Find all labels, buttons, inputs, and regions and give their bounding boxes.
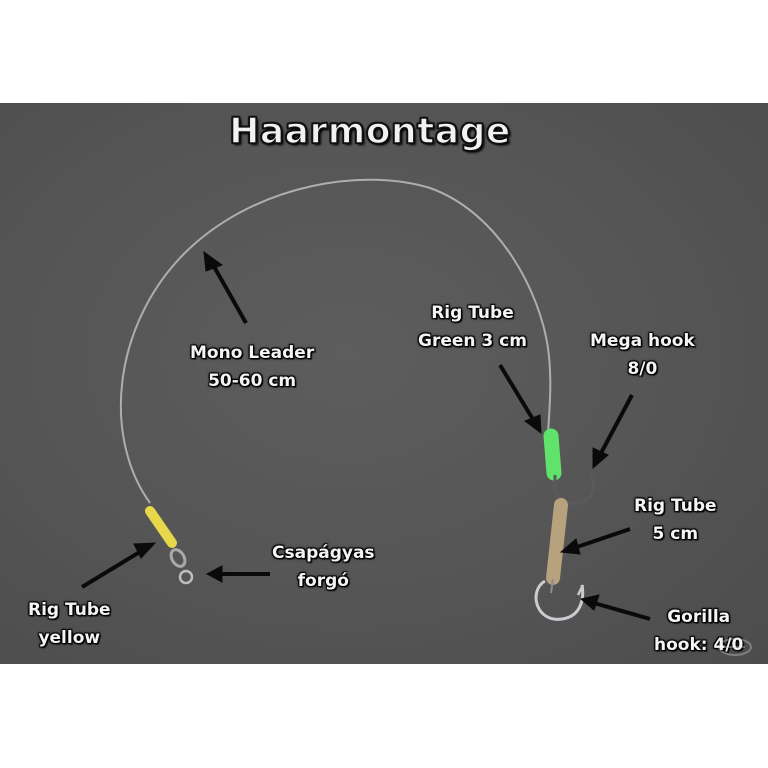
watermark-logo-icon (718, 638, 752, 656)
diagram-title: Haarmontage (228, 110, 511, 153)
rig-photo: Haarmontage Mono Leader 50-60 cm Rig Tub… (0, 103, 768, 664)
swivel (169, 548, 194, 585)
arrow-gorilla-hook (579, 594, 651, 621)
label-csapagyas-line2: forgó (297, 571, 349, 591)
arrow-rig-tube-5cm (559, 527, 631, 555)
mega-hook (553, 474, 596, 506)
mono-leader-line (119, 178, 552, 504)
label-mega-hook: Mega hook 8/0 (590, 327, 695, 383)
label-rig-tube-green-line2: Green 3 cm (418, 331, 527, 351)
arrow-csapagyas (205, 565, 270, 583)
label-gorilla-hook: Gorilla hook: 4/0 (654, 603, 743, 659)
arrow-mono-leader (203, 250, 248, 324)
label-rig-tube-green-line1: Rig Tube (431, 303, 514, 323)
yellow-rig-tube (145, 506, 177, 548)
label-rig-tube-yellow-line2: yellow (38, 628, 101, 648)
label-rig-tube-yellow: Rig Tube yellow (28, 596, 111, 652)
label-gorilla-hook-line2: hook: 4/0 (654, 635, 744, 655)
label-rig-tube-green: Rig Tube Green 3 cm (418, 299, 527, 355)
arrow-rig-tube-yellow (80, 542, 157, 589)
label-mono-leader-line2: 50-60 cm (208, 371, 297, 391)
arrow-rig-tube-green (498, 363, 542, 435)
label-csapagyas-line1: Csapágyas (272, 543, 375, 563)
label-rig-tube-yellow-line1: Rig Tube (28, 600, 111, 620)
brown-rig-tube (546, 498, 568, 585)
label-rig-tube-5cm-line1: Rig Tube (634, 496, 717, 516)
arrow-mega-hook (592, 394, 634, 470)
label-rig-tube-5cm: Rig Tube 5 cm (634, 492, 717, 548)
label-mega-hook-line1: Mega hook (590, 331, 695, 351)
rig-diagram (80, 178, 651, 621)
label-csapagyas: Csapágyas forgó (272, 539, 375, 595)
label-mono-leader: Mono Leader 50-60 cm (190, 339, 314, 395)
gorilla-hook (534, 579, 585, 621)
label-rig-tube-5cm-line2: 5 cm (652, 524, 699, 544)
green-rig-tube (543, 428, 562, 481)
label-gorilla-hook-line1: Gorilla (667, 607, 731, 627)
label-mega-hook-line2: 8/0 (627, 359, 658, 379)
label-mono-leader-line1: Mono Leader (190, 343, 315, 363)
